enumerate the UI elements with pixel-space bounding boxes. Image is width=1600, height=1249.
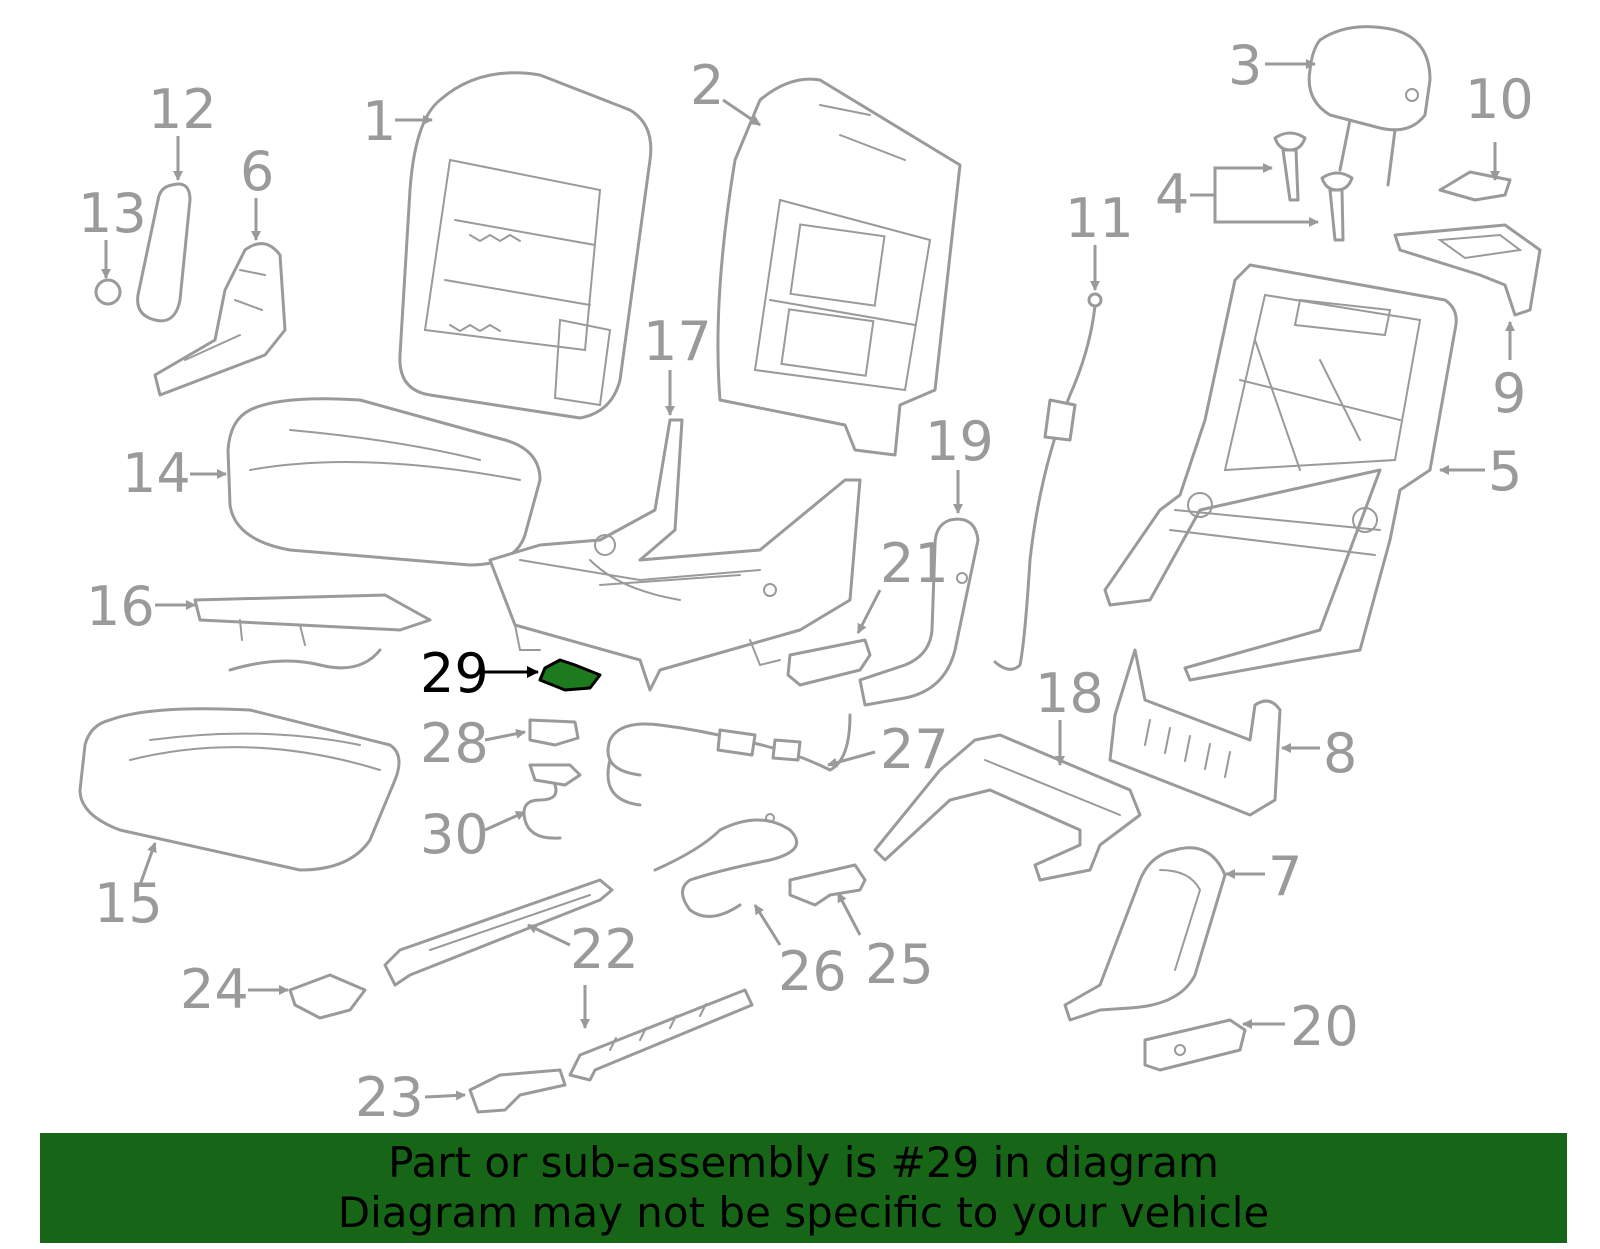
callout-13: 13 [78,182,147,245]
callout-18: 18 [1035,662,1104,725]
part-7-side-shield [1063,846,1227,1022]
callout-labels: 1 2 3 4 5 6 7 8 9 10 11 12 13 14 15 16 1… [78,34,1534,1129]
part-11-release-cable [993,292,1103,671]
part-30-sensor [522,763,582,840]
part-6-side-panel [153,242,287,397]
callout-9: 9 [1492,362,1526,425]
callout-2: 2 [690,54,724,117]
part-15-cushion-pad [78,707,401,872]
part-25-clip [788,863,867,907]
callout-19: 19 [925,410,994,473]
callout-29: 29 [420,642,489,705]
part-22-lower-rail [568,988,754,1082]
part-9-bracket [1393,223,1542,317]
leader-lines [101,59,1515,1101]
part-4-headrest-guides [1273,131,1354,242]
part-28-connector [528,718,580,747]
part-29-bracket-highlighted [538,658,602,692]
callout-25: 25 [865,933,934,996]
part-24-cover [288,973,367,1020]
part-19-side-trim [858,517,980,707]
callout-26: 26 [778,940,847,1003]
callout-28: 28 [420,712,489,775]
part-14-cushion-cover [226,397,542,567]
callout-4: 4 [1155,163,1189,226]
callout-14: 14 [122,442,191,505]
callout-23: 23 [355,1066,424,1129]
part-1-seatback-cover [398,71,653,420]
part-20-cover [1143,1018,1247,1072]
callout-6: 6 [240,140,274,203]
part-13-cap [94,278,122,306]
callout-10: 10 [1465,68,1534,131]
callout-12: 12 [148,78,217,141]
callout-8: 8 [1323,722,1357,785]
part-27-harness [606,713,852,807]
part-17-seat-frame [488,418,862,692]
part-5-seatback-frame [1103,263,1458,682]
callout-24: 24 [180,958,249,1021]
part-2-seatback-pad [716,77,962,457]
part-12-armrest [136,182,192,323]
callout-1: 1 [362,90,396,153]
banner-line-1: Part or sub-assembly is #29 in diagram [388,1138,1219,1187]
callout-21: 21 [880,532,949,595]
part-23-cover [468,1068,567,1114]
part-18-pivot-bar [873,733,1142,882]
part-21-trim [786,638,872,687]
part-3-headrest [1307,25,1432,187]
part-26-harness [653,813,799,918]
callout-3: 3 [1228,34,1262,97]
callout-22: 22 [570,918,639,981]
callout-30: 30 [420,803,489,866]
part-10-clip [1438,170,1512,202]
part-22-rail [383,878,614,987]
callout-20: 20 [1290,995,1359,1058]
callout-11: 11 [1065,187,1134,250]
info-banner: Part or sub-assembly is #29 in diagram D… [40,1133,1567,1243]
callout-15: 15 [94,872,163,935]
callout-7: 7 [1268,845,1302,908]
callout-5: 5 [1488,440,1522,503]
callout-17: 17 [643,310,712,373]
part-16-cushion-pan [193,593,432,672]
callout-27: 27 [880,718,949,781]
part-8-bracket [1108,648,1282,817]
callout-16: 16 [86,575,155,638]
banner-line-2: Diagram may not be specific to your vehi… [337,1188,1270,1237]
